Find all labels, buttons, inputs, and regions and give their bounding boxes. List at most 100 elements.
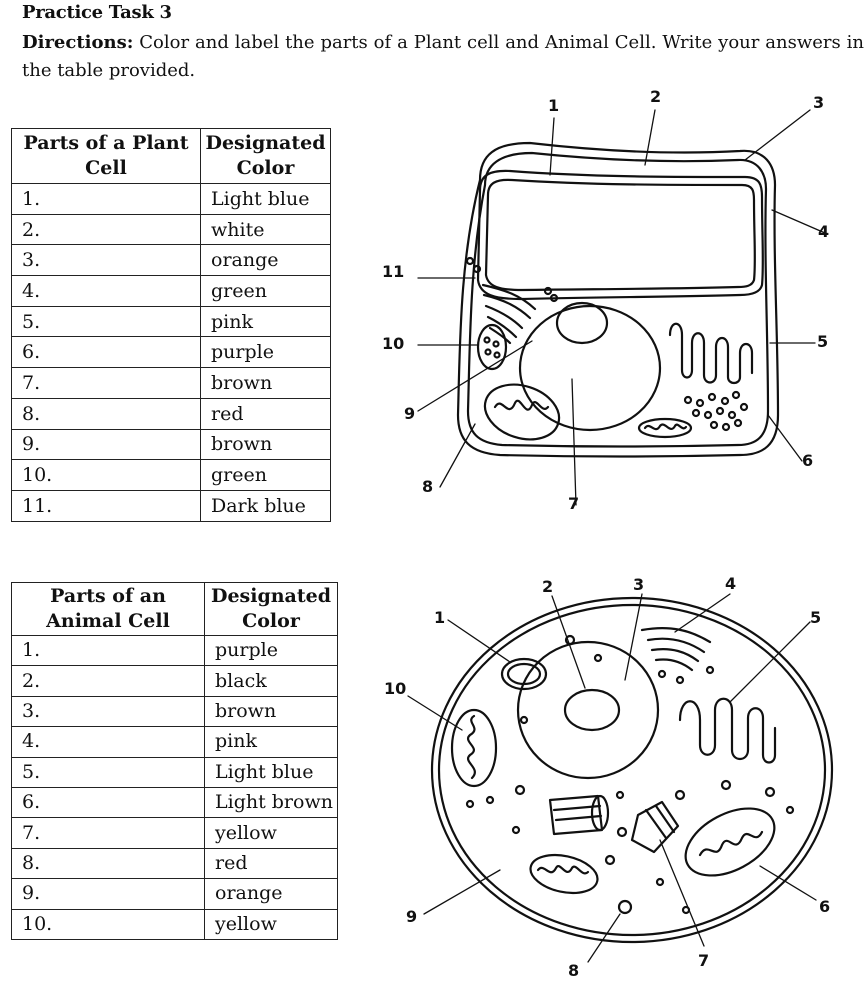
part-number: 9.: [11, 878, 205, 910]
answer-cell[interactable]: Light blue: [204, 756, 338, 788]
endoplasmic-reticulum: [678, 697, 777, 764]
part-number: 8.: [11, 397, 201, 430]
answer-cell[interactable]: white: [200, 213, 331, 246]
golgi-apparatus: [640, 627, 712, 672]
plant-cell-diagram: 1 2 3 4 5 6 7 8 9 10 11: [382, 87, 829, 513]
part-number: 5.: [11, 305, 201, 338]
tonoplast: [484, 178, 756, 292]
answer-cell[interactable]: black: [204, 665, 338, 697]
animal-label: 8: [568, 961, 579, 980]
golgi-apparatus: [481, 283, 537, 345]
mitochondrion: [483, 383, 561, 441]
table-row: 8.red: [11, 847, 338, 880]
part-number: 3.: [11, 244, 201, 277]
part-number: 1.: [11, 634, 205, 667]
part-number: 10.: [11, 459, 201, 491]
answer-cell[interactable]: Light brown: [204, 786, 338, 819]
plant-label: 1: [548, 96, 559, 115]
animal-label: 7: [698, 951, 709, 970]
answer-cell[interactable]: green: [200, 459, 331, 491]
answer-cell[interactable]: brown: [200, 367, 331, 399]
animal-label: 3: [633, 575, 644, 594]
animal-cell-diagram: 1 2 3 4 5 6 7 8 9 10: [384, 574, 834, 980]
endoplasmic-reticulum: [668, 322, 754, 385]
plant-label: 6: [802, 451, 813, 470]
animal-label: 4: [725, 574, 736, 593]
table-row: 2.black: [11, 665, 338, 697]
column-header-color: Designated Color: [204, 582, 338, 636]
table-row: 7.brown: [11, 367, 331, 399]
table-row: 5.pink: [11, 305, 331, 338]
nucleus: [516, 640, 660, 780]
animal-cell-table: Parts of an Animal Cell Designated Color…: [11, 582, 338, 940]
page-title: Practice Task 3: [22, 2, 172, 23]
plant-label: 8: [422, 477, 433, 496]
table-header-row: Parts of a Plant Cell Designated Color: [11, 128, 331, 184]
animal-label: 6: [819, 897, 830, 916]
animal-label: 1: [434, 608, 445, 627]
answer-cell[interactable]: pink: [200, 305, 331, 338]
plant-label: 9: [404, 404, 415, 423]
answer-cell[interactable]: green: [200, 275, 331, 307]
answer-cell[interactable]: orange: [204, 878, 338, 910]
plant-label: 7: [568, 494, 579, 513]
table-row: 9.orange: [11, 878, 338, 910]
part-number: 7.: [11, 817, 205, 849]
centriole: [548, 794, 680, 854]
nucleolus: [555, 301, 609, 345]
plant-label: 10: [382, 334, 404, 353]
plant-label: 4: [818, 222, 829, 241]
cell-membrane: [466, 151, 770, 448]
table-row: 6.purple: [11, 336, 331, 369]
answer-cell[interactable]: purple: [204, 634, 338, 667]
nucleolus: [563, 688, 621, 732]
table-row: 1.purple: [11, 634, 338, 667]
part-number: 4.: [11, 275, 201, 307]
cell-membrane-inner: [437, 603, 827, 937]
table-row: 7.yellow: [11, 817, 338, 849]
directions-lead: Directions:: [22, 32, 134, 53]
table-row: 2.white: [11, 213, 331, 246]
answer-cell[interactable]: red: [200, 397, 331, 430]
table-row: 10.green: [11, 459, 331, 491]
table-row: 10.yellow: [11, 908, 338, 940]
animal-label: 9: [406, 907, 417, 926]
table-row: 3.orange: [11, 244, 331, 277]
table-row: 9.brown: [11, 428, 331, 461]
answer-cell[interactable]: brown: [204, 695, 338, 728]
answer-cell[interactable]: purple: [200, 336, 331, 369]
column-header-parts: Parts of a Plant Cell: [11, 128, 201, 184]
table-row: 4.pink: [11, 726, 338, 758]
answer-cell[interactable]: Dark blue: [200, 489, 331, 522]
answer-cell[interactable]: brown: [200, 428, 331, 461]
answer-cell[interactable]: yellow: [204, 908, 338, 940]
mitochondrion-bottom: [529, 853, 599, 895]
plant-label: 5: [817, 332, 828, 351]
answer-cell[interactable]: yellow: [204, 817, 338, 849]
cell-membrane: [430, 596, 834, 944]
directions-text: Color and label the parts of a Plant cel…: [22, 32, 864, 81]
part-number: 2.: [11, 213, 201, 246]
table-row: 3.brown: [11, 695, 338, 728]
part-number: 5.: [11, 756, 205, 788]
plant-cell-table: Parts of a Plant Cell Designated Color 1…: [11, 128, 331, 522]
table-row: 6.Light brown: [11, 786, 338, 819]
column-header-color: Designated Color: [200, 128, 331, 184]
answer-cell[interactable]: orange: [200, 244, 331, 277]
part-number: 1.: [11, 183, 201, 215]
answer-cell[interactable]: pink: [204, 726, 338, 758]
chloroplast-small: [476, 323, 508, 371]
part-number: 3.: [11, 695, 205, 728]
part-number: 2.: [11, 665, 205, 697]
plant-label: 2: [650, 87, 661, 106]
mitochondrion-right: [684, 807, 776, 877]
plant-label: 3: [813, 93, 824, 112]
nucleus: [518, 304, 662, 432]
answer-cell[interactable]: Light blue: [200, 183, 331, 215]
answer-cell[interactable]: red: [204, 847, 338, 880]
plant-label: 11: [382, 262, 404, 281]
vesicle: [617, 899, 633, 915]
cell-wall: [456, 141, 780, 458]
directions: Directions: Color and label the parts of…: [22, 29, 864, 85]
animal-label: 10: [384, 679, 406, 698]
